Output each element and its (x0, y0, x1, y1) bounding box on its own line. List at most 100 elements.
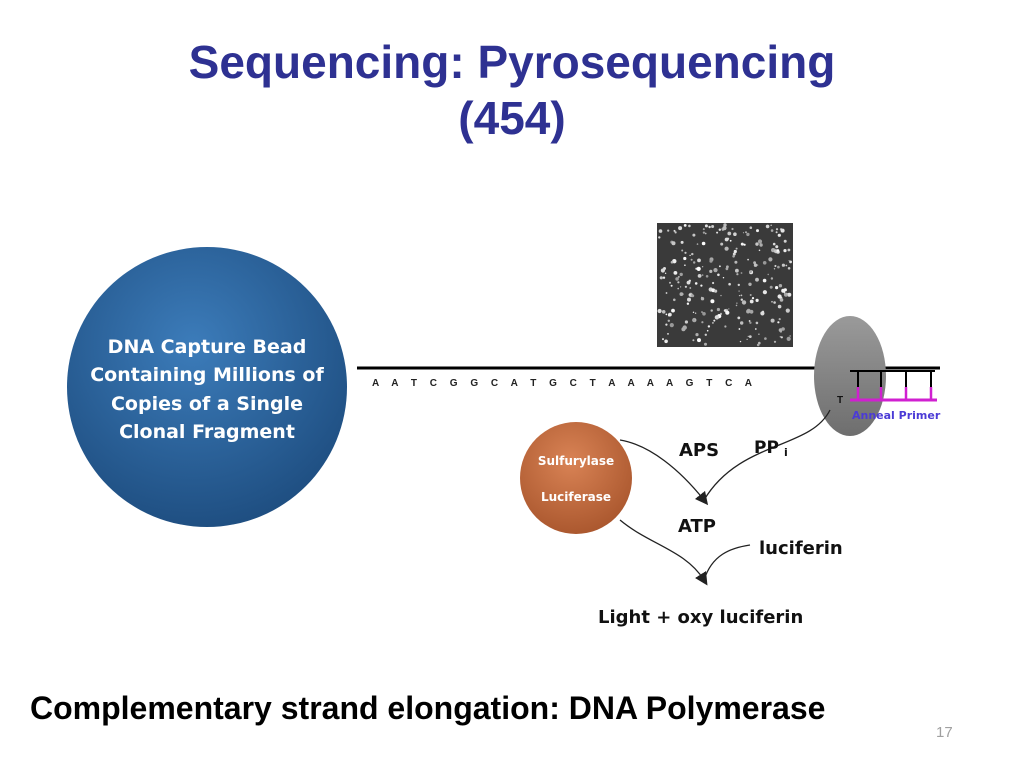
micrograph-speck (695, 333, 699, 337)
micrograph-speck (770, 224, 772, 227)
micrograph-speck (722, 226, 727, 231)
micrograph-speck (661, 310, 666, 314)
micrograph-speck (757, 239, 763, 244)
micrograph-speck (692, 339, 695, 342)
micrograph-speck (665, 313, 668, 316)
micrograph-speck (778, 284, 783, 288)
micrograph-speck (704, 232, 707, 235)
micrograph-speck (773, 248, 776, 250)
micrograph-speck (671, 241, 676, 246)
micrograph-speck (668, 313, 671, 317)
dna-capture-bead: DNA Capture Bead Containing Millions of … (67, 247, 347, 527)
micrograph-speck (753, 263, 758, 267)
micrograph-speck (711, 321, 714, 324)
micrograph-speck (701, 241, 706, 246)
micrograph-speck (680, 286, 682, 288)
micrograph-speck (777, 233, 781, 237)
micrograph-speck (706, 329, 709, 332)
micrograph-speck (720, 294, 722, 297)
micrograph-speck (753, 261, 756, 265)
micrograph-speck (749, 270, 752, 273)
micrograph-speck (740, 294, 743, 297)
micrograph-speck (746, 232, 750, 237)
micrograph-speck (683, 256, 687, 261)
micrograph-speck (739, 340, 742, 343)
micrograph-speck (713, 268, 718, 273)
arrow-luciferin (703, 544, 751, 581)
label-ppi-subscript: i (784, 446, 788, 459)
micrograph-speck (747, 335, 749, 338)
micrograph-speck (662, 338, 664, 341)
micrograph-speck (704, 224, 708, 228)
micrograph-speck (724, 246, 729, 251)
micrograph-speck (735, 268, 739, 273)
micrograph-speck (723, 223, 727, 227)
micrograph-speck (679, 272, 683, 277)
bead-line-2: Containing Millions of (90, 364, 324, 386)
micrograph-speck (684, 251, 687, 254)
micrograph-speck (770, 318, 775, 323)
micrograph-speck (775, 231, 778, 234)
micrograph-speck (725, 310, 730, 315)
micrograph-speck (762, 278, 767, 283)
micrograph-speck (669, 323, 674, 328)
micrograph-speck (711, 225, 715, 228)
micrograph-speck (679, 292, 684, 296)
micrograph-speck (738, 328, 741, 330)
micrograph-speck (748, 335, 752, 338)
micrograph-speck (736, 302, 738, 304)
micrograph-speck (689, 254, 691, 257)
micrograph-speck (773, 301, 776, 304)
micrograph-speck (755, 321, 759, 325)
micrograph-speck (726, 265, 729, 269)
arrow-aps (619, 439, 709, 506)
micrograph-speck (783, 239, 787, 243)
micrograph-speck (735, 247, 738, 250)
micrograph-speck (692, 317, 697, 323)
micrograph-speck (740, 242, 744, 246)
micrograph-speck (716, 231, 719, 234)
micrograph-speck (712, 281, 715, 285)
micrograph-speck (701, 321, 704, 324)
title-line-2: (454) (458, 92, 566, 144)
micrograph-speck (785, 308, 790, 313)
micrograph-speck (684, 285, 688, 288)
micrograph-speck (671, 308, 675, 313)
micrograph-speck (727, 231, 732, 236)
micrograph-speck (761, 310, 765, 313)
micrograph-speck (785, 264, 788, 267)
micrograph-speck (716, 307, 721, 312)
micrograph-speck (743, 243, 746, 246)
micrograph-speck (746, 309, 751, 314)
micrograph-speck (756, 264, 759, 266)
micrograph-speck (764, 337, 767, 340)
micrograph-speck (714, 315, 720, 320)
slide-title: Sequencing: Pyrosequencing (454) (0, 34, 1024, 146)
micrograph-speck (756, 343, 760, 347)
micrograph-speck (724, 237, 729, 242)
micrograph-speck (673, 229, 676, 232)
micrograph-speck (747, 258, 749, 261)
micrograph-speck (697, 338, 701, 343)
micrograph-speck (749, 226, 753, 229)
micrograph-speck (667, 319, 670, 322)
micrograph-speck (705, 275, 709, 278)
micrograph-speck (691, 294, 695, 298)
micrograph-speck (702, 228, 705, 231)
micrograph-speck (737, 316, 741, 320)
micrograph-speck (670, 260, 674, 264)
micrograph-speck (774, 265, 776, 267)
micrograph-speck (677, 281, 680, 284)
micrograph-speck (702, 312, 706, 316)
micrograph-speck (789, 260, 792, 264)
micrograph-speck (777, 304, 782, 309)
micrograph-speck (673, 298, 676, 302)
micrograph-speck (759, 243, 763, 247)
micrograph-speck (683, 224, 687, 227)
micrograph-speck (713, 319, 716, 322)
micrograph-speck (773, 268, 776, 270)
micrograph-speck (686, 280, 691, 285)
micrograph-speck (749, 321, 752, 324)
micrograph-speck (780, 336, 783, 339)
micrograph-speck (723, 309, 727, 312)
